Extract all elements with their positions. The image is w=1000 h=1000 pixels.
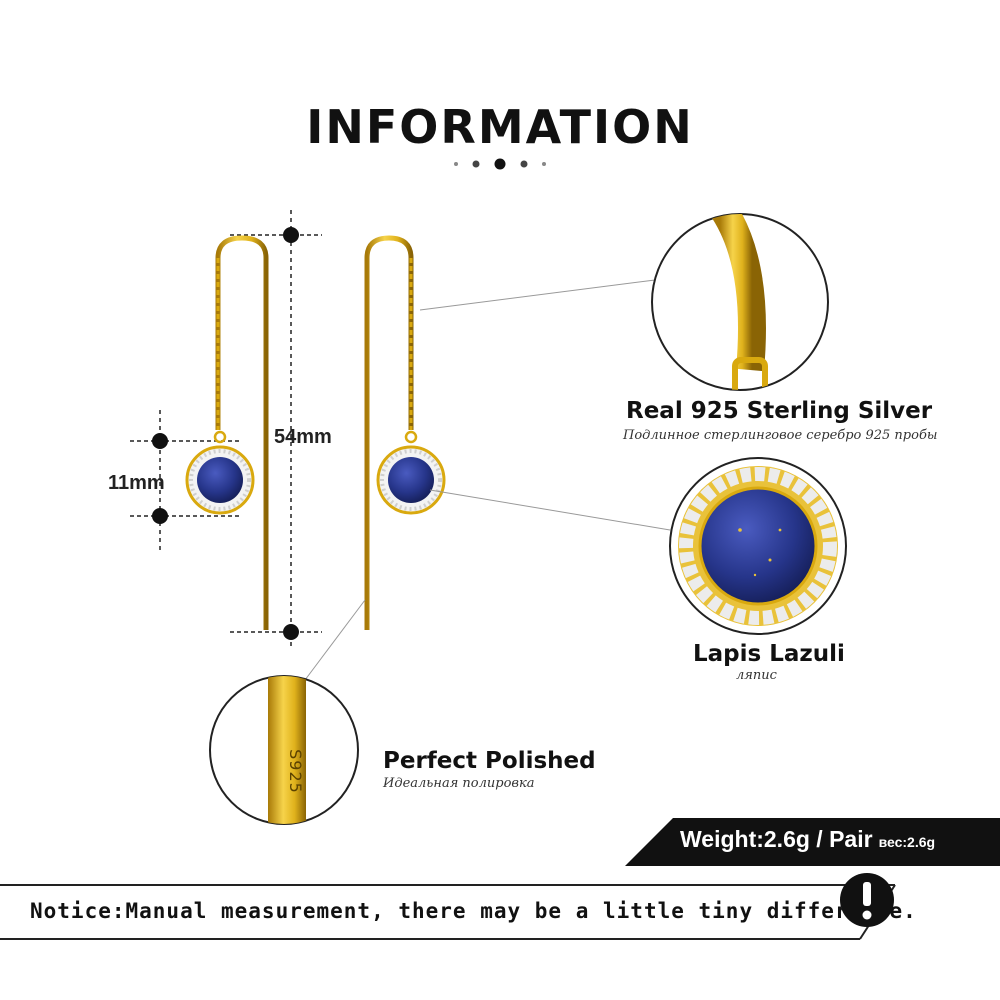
weight-sub-label: вес:2.6g xyxy=(878,834,936,850)
page-title: INFORMATION xyxy=(306,100,694,154)
stone-detail-circle xyxy=(669,457,847,635)
weight-info: Weight:2.6g / Pair вес:2.6g xyxy=(680,826,935,853)
leader-lines xyxy=(304,279,671,681)
exclamation-icon xyxy=(840,873,894,927)
length-label: 54mm xyxy=(274,426,332,448)
right-earring xyxy=(364,235,446,630)
hook-detail-circle xyxy=(651,213,829,391)
length-dimension-line xyxy=(230,210,322,650)
feature-polish-title: Perfect Polished xyxy=(383,748,596,774)
feature-silver-subtitle: Подлинное стерлинговое серебро 925 пробы xyxy=(623,428,938,443)
decorative-dots xyxy=(454,158,546,170)
left-earring xyxy=(185,235,269,630)
feature-polish-subtitle: Идеальная полировка xyxy=(383,776,535,791)
diameter-label: 11mm xyxy=(108,472,165,494)
feature-silver-title: Real 925 Sterling Silver xyxy=(626,398,933,424)
wire-detail-circle xyxy=(209,675,359,825)
feature-lapis-title: Lapis Lazuli xyxy=(693,641,845,667)
s925-stamp: S925 xyxy=(285,749,305,794)
weight-label: Weight:2.6g / Pair xyxy=(680,826,873,852)
notice-text: Notice:Manual measurement, there may be … xyxy=(30,899,917,923)
feature-lapis-subtitle: ляпис xyxy=(736,668,777,683)
weight-band xyxy=(625,818,1000,866)
